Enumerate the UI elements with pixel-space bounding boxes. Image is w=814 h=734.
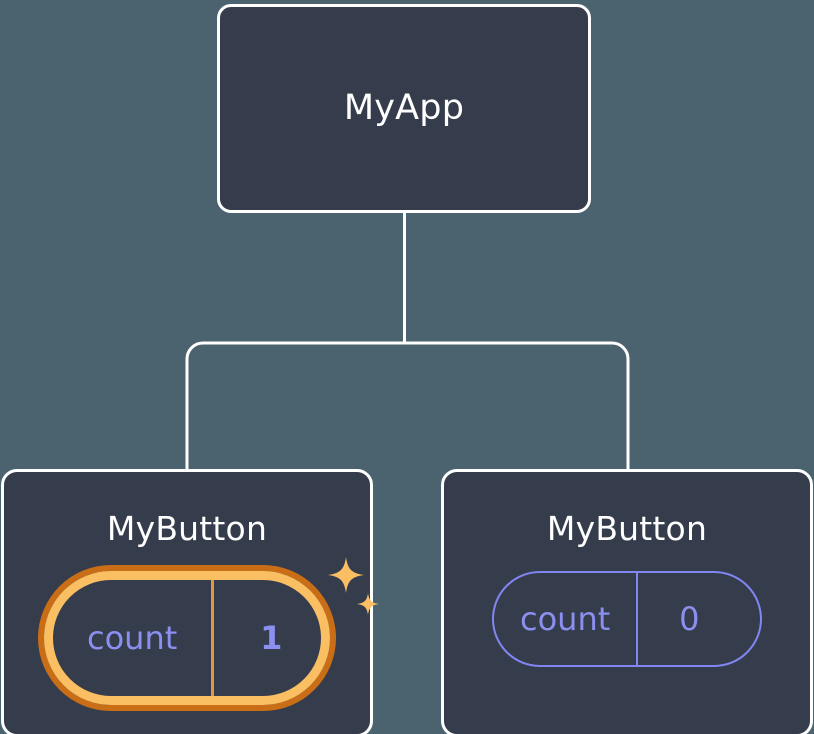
state-pill-divider-0	[211, 580, 215, 696]
connector-bus-right	[404, 341, 630, 470]
state-pill-1[interactable]: count 0	[492, 571, 762, 667]
state-value-1: 0	[679, 600, 700, 638]
state-pill-0[interactable]: count 1	[44, 571, 330, 705]
state-pill-wrap-1: count 0	[492, 571, 762, 667]
node-child-1[interactable]: MyButton count 0	[441, 469, 813, 734]
state-pill-wrap-0: count 1	[44, 557, 379, 705]
node-root[interactable]: MyApp	[217, 4, 591, 213]
node-child-1-label: MyButton	[546, 509, 708, 548]
sparkle-small-icon	[357, 593, 379, 615]
node-child-0-label: MyButton	[106, 509, 268, 548]
sparkle-group	[320, 549, 384, 635]
state-value-0: 1	[260, 619, 283, 657]
state-pill-divider-1	[636, 573, 639, 665]
connector-bus-left	[185, 341, 405, 470]
sparkle-large-icon	[328, 557, 364, 593]
state-key-0: count	[87, 619, 178, 657]
node-root-label: MyApp	[343, 88, 465, 128]
node-child-0[interactable]: MyButton count 1	[1, 469, 379, 734]
state-key-1: count	[520, 600, 611, 638]
